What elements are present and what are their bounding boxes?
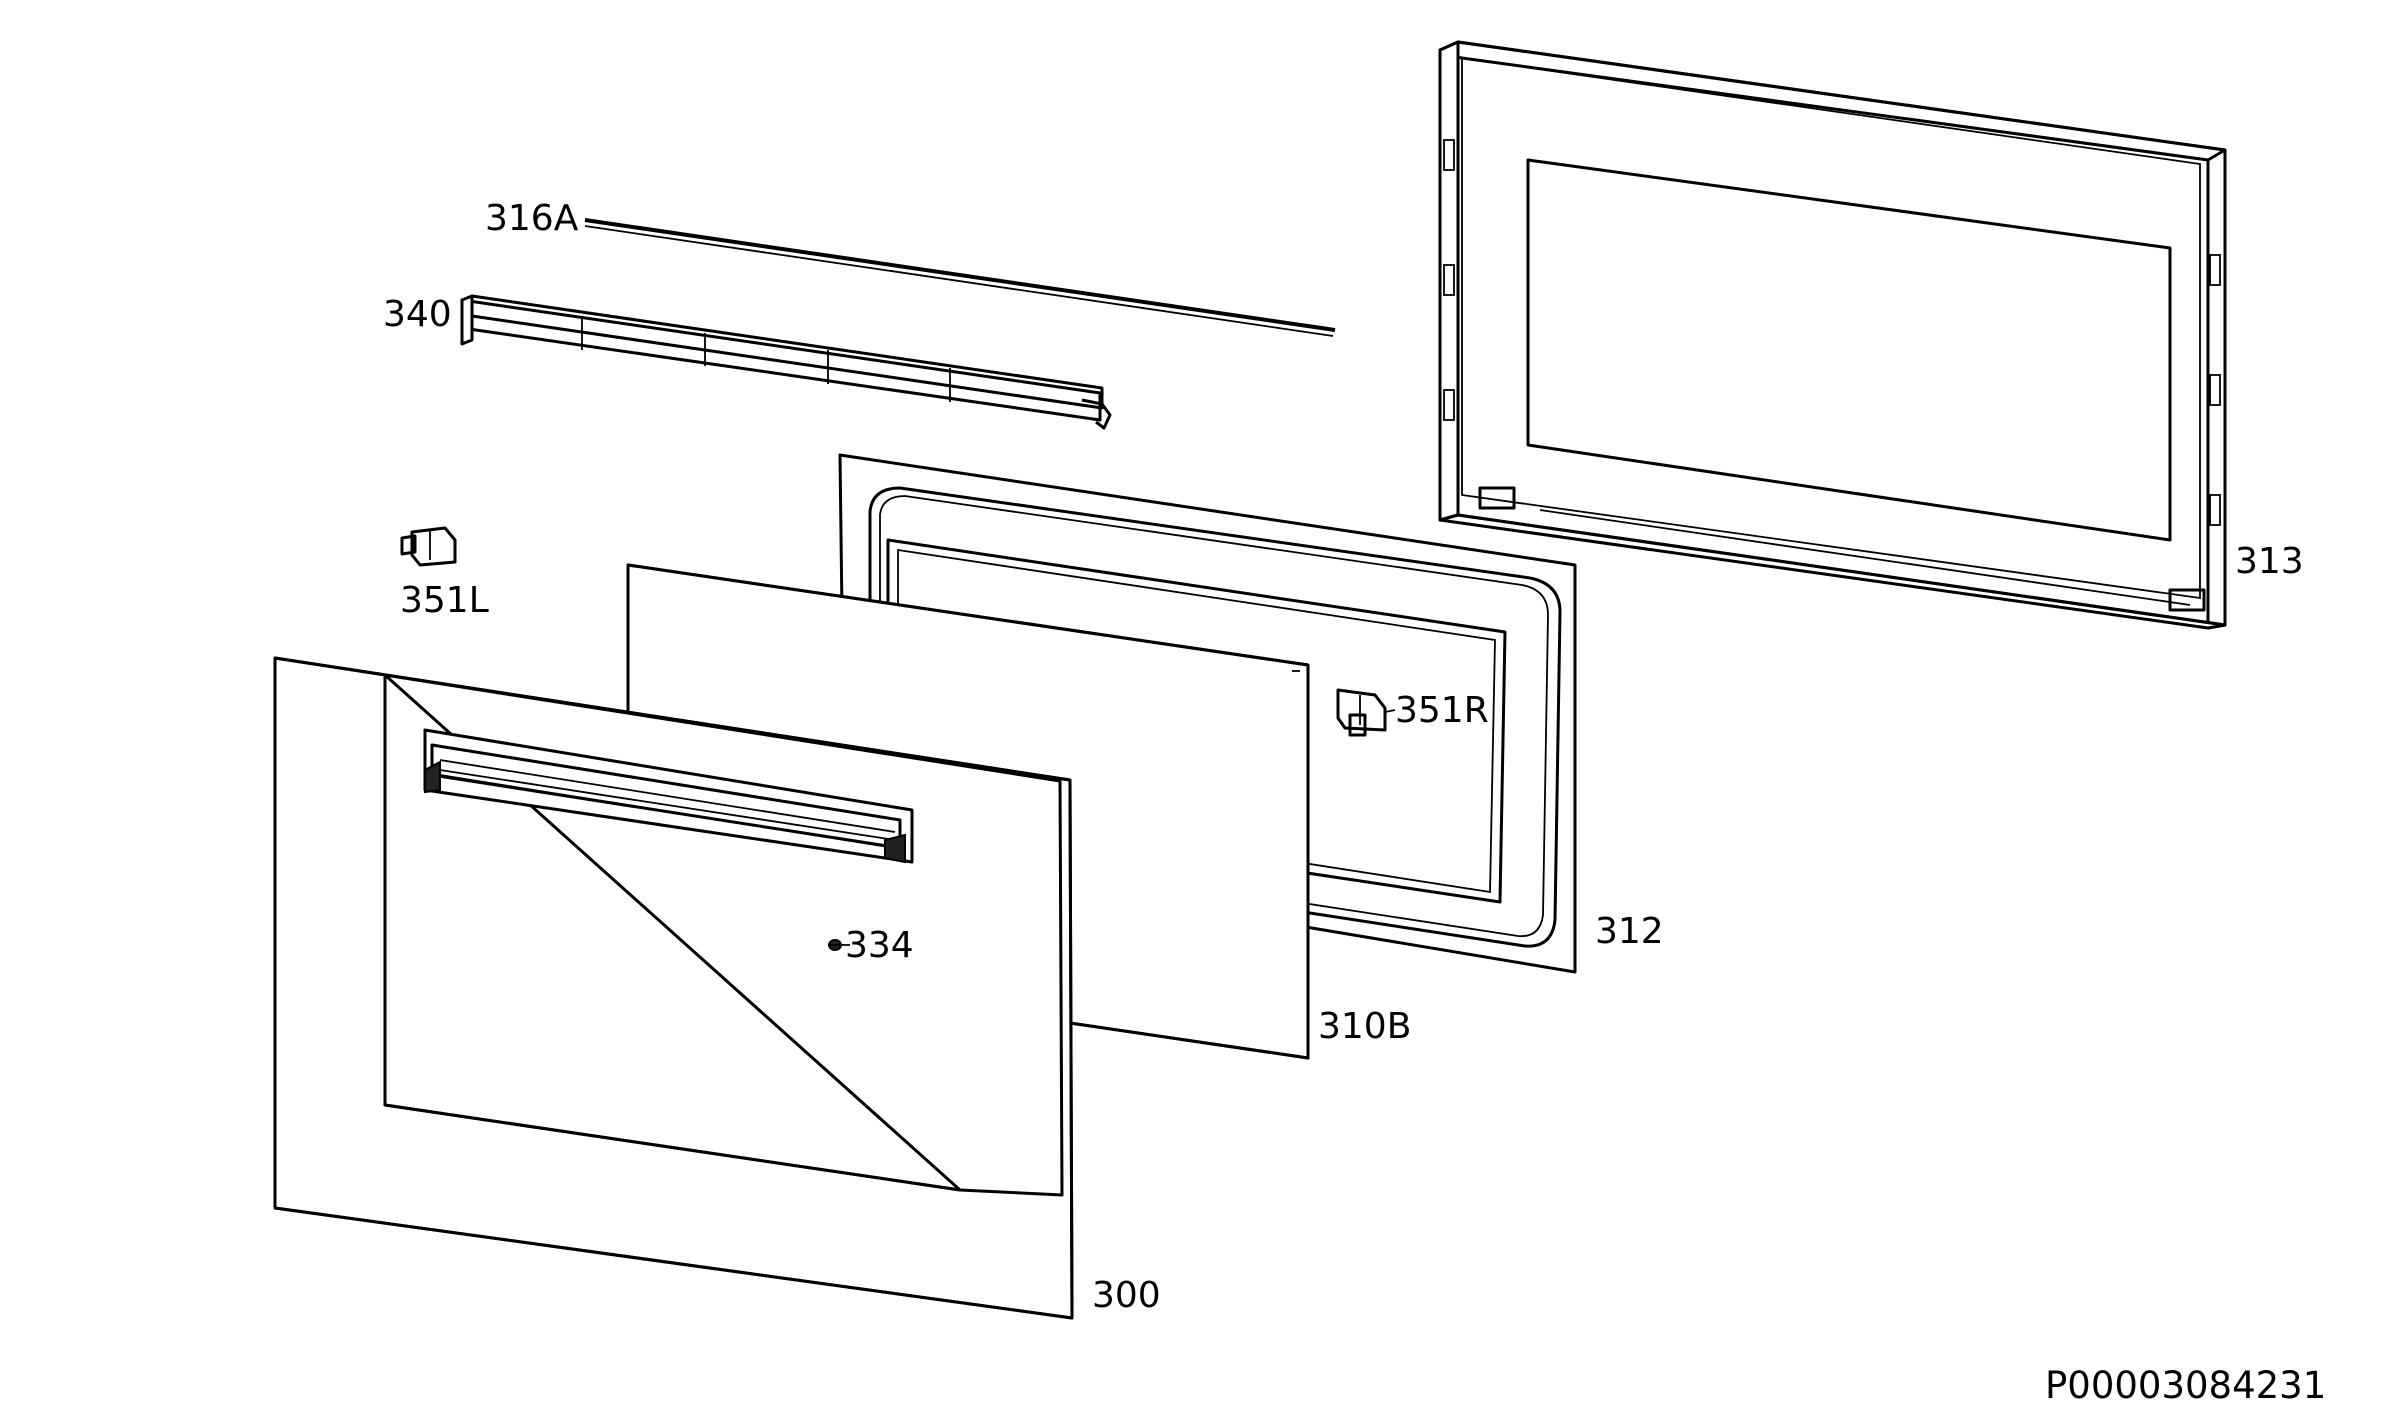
part-300-outer-door[interactable]	[273, 656, 1074, 1320]
part-316A-rod[interactable]	[584, 218, 1336, 337]
part-334-screw[interactable]	[828, 939, 842, 951]
label-334: 334	[845, 925, 914, 966]
part-351L-clip[interactable]	[400, 526, 457, 567]
label-300: 300	[1092, 1275, 1161, 1316]
label-316A: 316A	[485, 198, 579, 239]
label-351L: 351L	[400, 580, 489, 621]
label-312: 312	[1595, 911, 1664, 952]
label-351R: 351R	[1395, 690, 1489, 731]
label-313: 313	[2235, 541, 2304, 582]
document-id: P00003084231	[2045, 1364, 2326, 1407]
label-310B: 310B	[1318, 1006, 1411, 1047]
part-340-deflector[interactable]	[460, 294, 1112, 430]
leader-lines	[842, 709, 1396, 946]
part-351R-clip[interactable]	[1336, 688, 1387, 737]
label-340: 340	[383, 294, 452, 335]
part-313-rear-frame[interactable]	[1438, 40, 2227, 630]
